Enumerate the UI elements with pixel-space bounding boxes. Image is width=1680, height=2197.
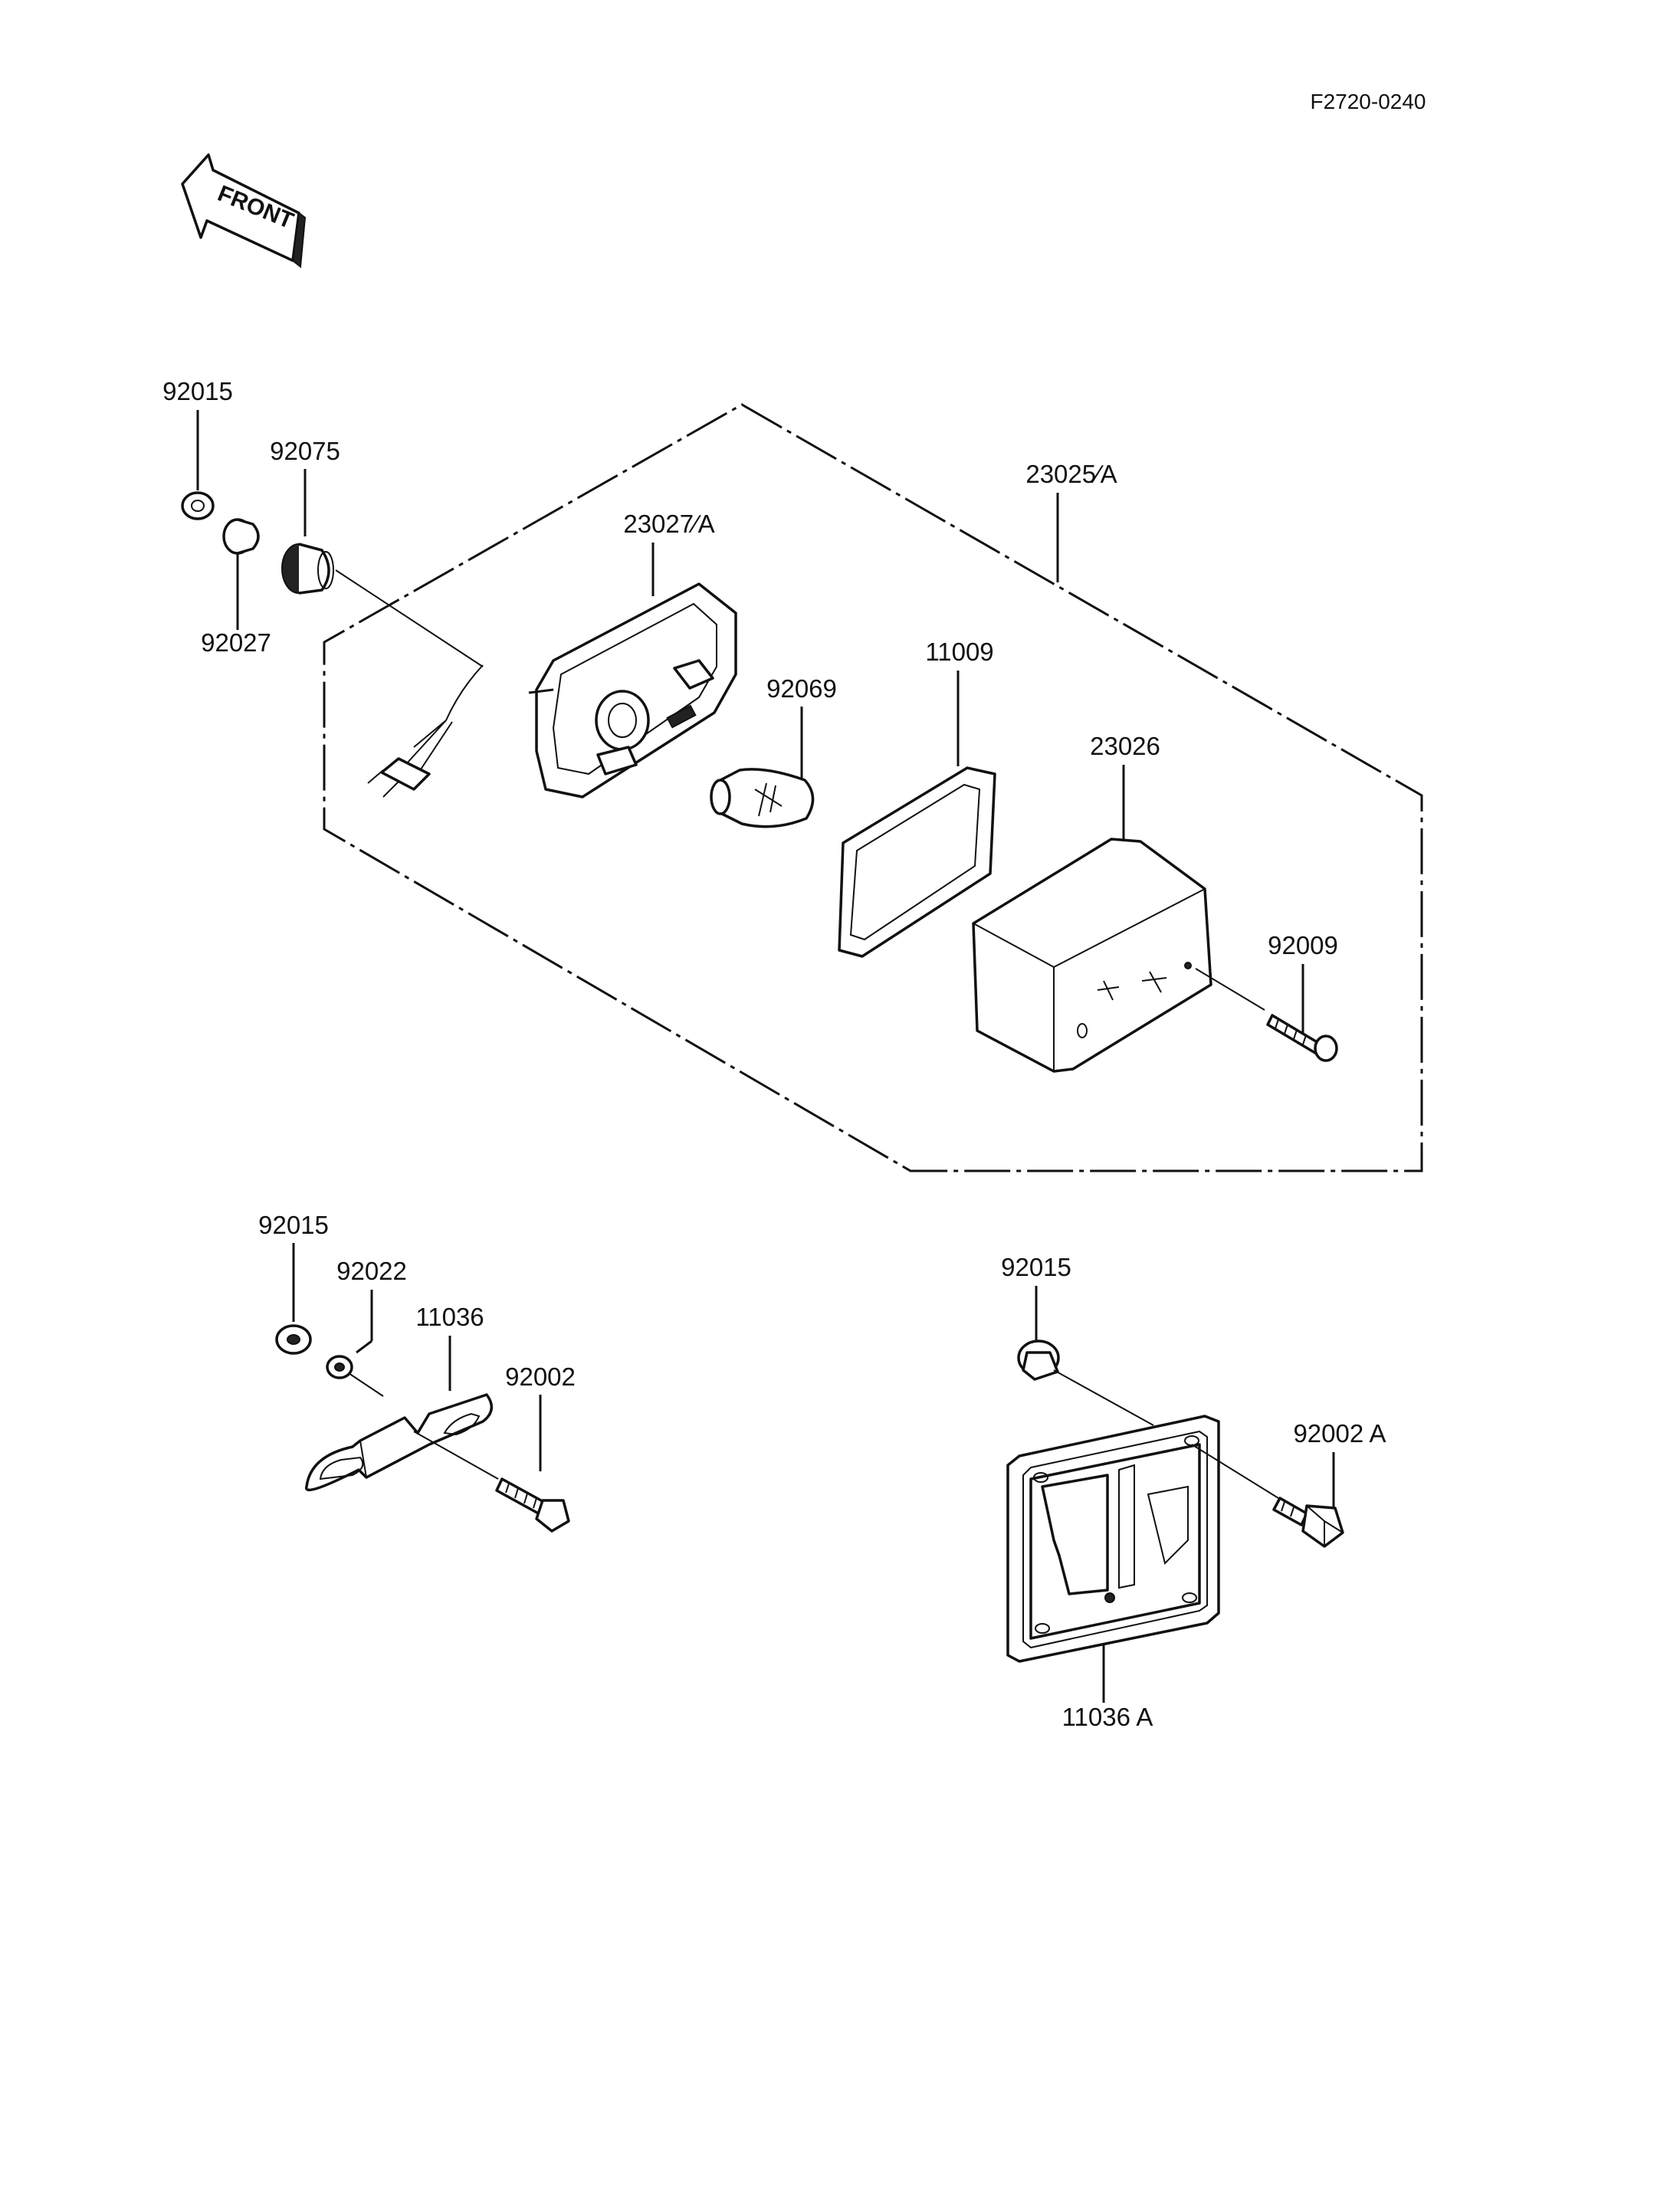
- svg-text:92015: 92015: [1001, 1253, 1071, 1281]
- nut-92015-left: [275, 1324, 312, 1355]
- svg-text:23025∕A: 23025∕A: [1025, 460, 1117, 488]
- plate-line-top: [1053, 1369, 1154, 1426]
- license-plate-bracket-11036a: [1006, 1415, 1220, 1663]
- label-11036: 11036: [415, 1303, 484, 1391]
- svg-text:92009: 92009: [1268, 931, 1338, 959]
- svg-text:11009: 11009: [925, 638, 993, 666]
- washer-92022: [326, 1355, 353, 1379]
- plate-line-bolt: [1191, 1444, 1279, 1499]
- label-92002a: 92002 A: [1293, 1419, 1386, 1521]
- svg-text:11036 A: 11036 A: [1062, 1703, 1153, 1731]
- nut-92015-top: [181, 491, 215, 520]
- nut-92015-right: [1017, 1340, 1060, 1381]
- label-92002: 92002: [505, 1362, 576, 1471]
- label-92015-top: 92015: [162, 377, 233, 490]
- bulb-92069: [710, 768, 815, 828]
- svg-text:92069: 92069: [766, 674, 837, 703]
- svg-text:23026: 23026: [1090, 732, 1160, 760]
- label-92015-right: 92015: [1001, 1253, 1071, 1349]
- svg-text:92027: 92027: [201, 628, 271, 657]
- svg-text:11036: 11036: [415, 1303, 484, 1331]
- label-92022: 92022: [336, 1257, 407, 1354]
- label-92027: 92027: [201, 550, 271, 657]
- front-arrow-icon: FRONT: [181, 153, 307, 268]
- label-23026: 23026: [1090, 732, 1160, 843]
- svg-text:92015: 92015: [258, 1211, 329, 1239]
- grommet-92075: [281, 543, 334, 595]
- svg-text:92002 A: 92002 A: [1293, 1419, 1386, 1448]
- svg-text:92075: 92075: [270, 437, 340, 465]
- bolt-92002: [413, 1431, 570, 1533]
- gasket-11009: [838, 766, 996, 958]
- label-23025a: 23025∕A: [1025, 460, 1117, 582]
- label-11036a: 11036 A: [1062, 1644, 1153, 1731]
- assembly-outline: [323, 403, 1423, 1172]
- label-92069: 92069: [766, 674, 837, 789]
- screw-92009: [1195, 968, 1338, 1062]
- label-11009: 11009: [925, 638, 994, 766]
- label-92009: 92009: [1268, 931, 1338, 1035]
- bolt-92002a: [1272, 1497, 1344, 1548]
- figure-code: F2720-0240: [1310, 90, 1426, 113]
- svg-text:92022: 92022: [336, 1257, 407, 1285]
- label-92015-left: 92015: [258, 1211, 329, 1322]
- lamp-base-23027a: [367, 582, 737, 798]
- grommet-line: [335, 569, 484, 667]
- svg-text:92015: 92015: [162, 377, 233, 405]
- bracket-11036: [305, 1393, 494, 1492]
- svg-text:23027∕A: 23027∕A: [623, 510, 714, 538]
- washer-line: [348, 1372, 384, 1397]
- svg-text:92002: 92002: [505, 1362, 576, 1391]
- label-92075: 92075: [270, 437, 340, 536]
- collar-92027: [222, 518, 260, 555]
- label-23027a: 23027∕A: [623, 510, 715, 596]
- lens-23026: [972, 838, 1212, 1073]
